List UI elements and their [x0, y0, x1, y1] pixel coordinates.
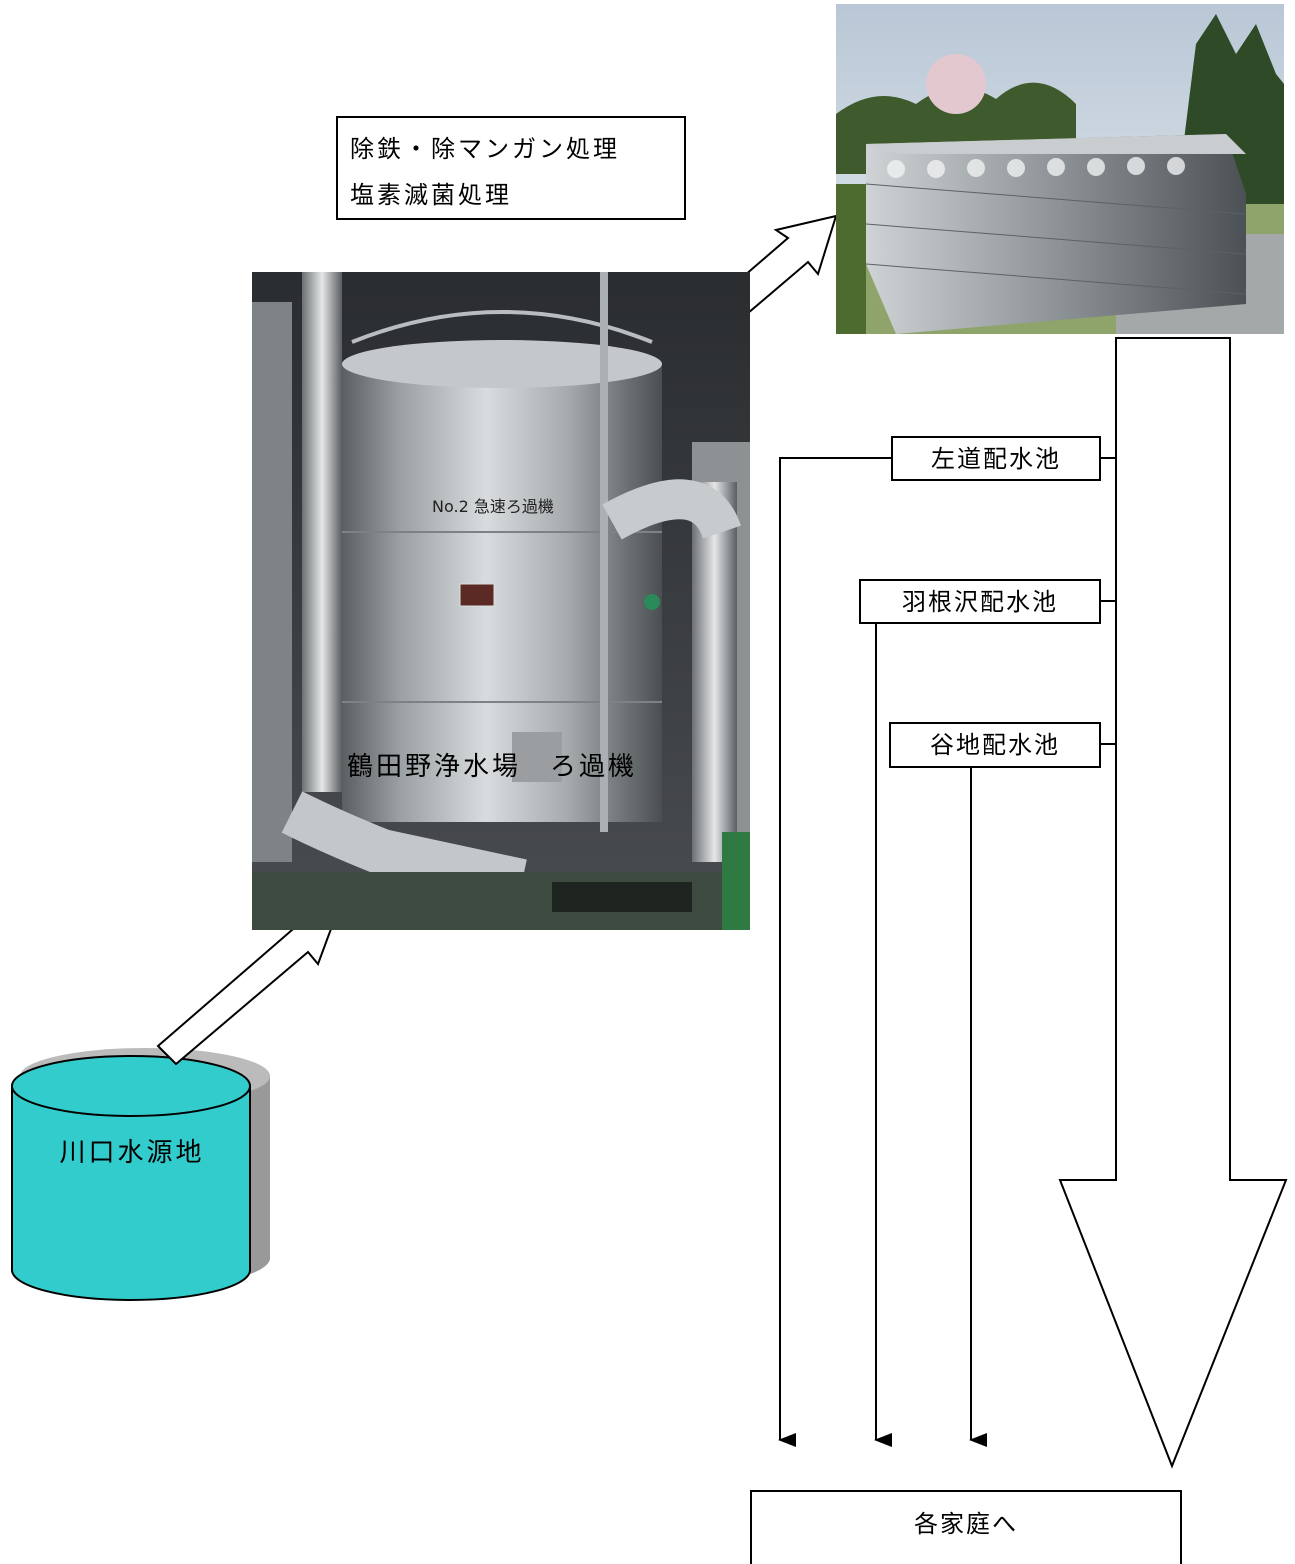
arrow-source-to-filter [156, 908, 340, 1066]
source-label: 川口水源地 [59, 1138, 205, 1168]
treatment-line-1: 除鉄・除マンガン処理 [350, 135, 620, 163]
main-down-arrow [1058, 337, 1288, 1469]
source-cylinder [11, 1048, 270, 1301]
line-sadou [778, 457, 891, 1447]
reservoir-sadou-box: 左道配水池 [891, 436, 1101, 481]
reservoir-tank-photo [836, 4, 1284, 334]
filter-photo-caption: 鶴田野浄水場 ろ過機 [347, 752, 638, 782]
treatment-process-box: 除鉄・除マンガン処理 塩素滅菌処理 [336, 116, 686, 220]
reservoir-yachi-box: 谷地配水池 [889, 722, 1101, 768]
filter-machine-photo: No.2 急速ろ過機 [252, 272, 750, 930]
destination-homes-box: 各家庭へ [750, 1490, 1182, 1564]
reservoir-hanezawa-box: 羽根沢配水池 [859, 579, 1101, 624]
treatment-line-2: 塩素滅菌処理 [350, 181, 512, 209]
plate-text: No.2 急速ろ過機 [432, 497, 554, 516]
